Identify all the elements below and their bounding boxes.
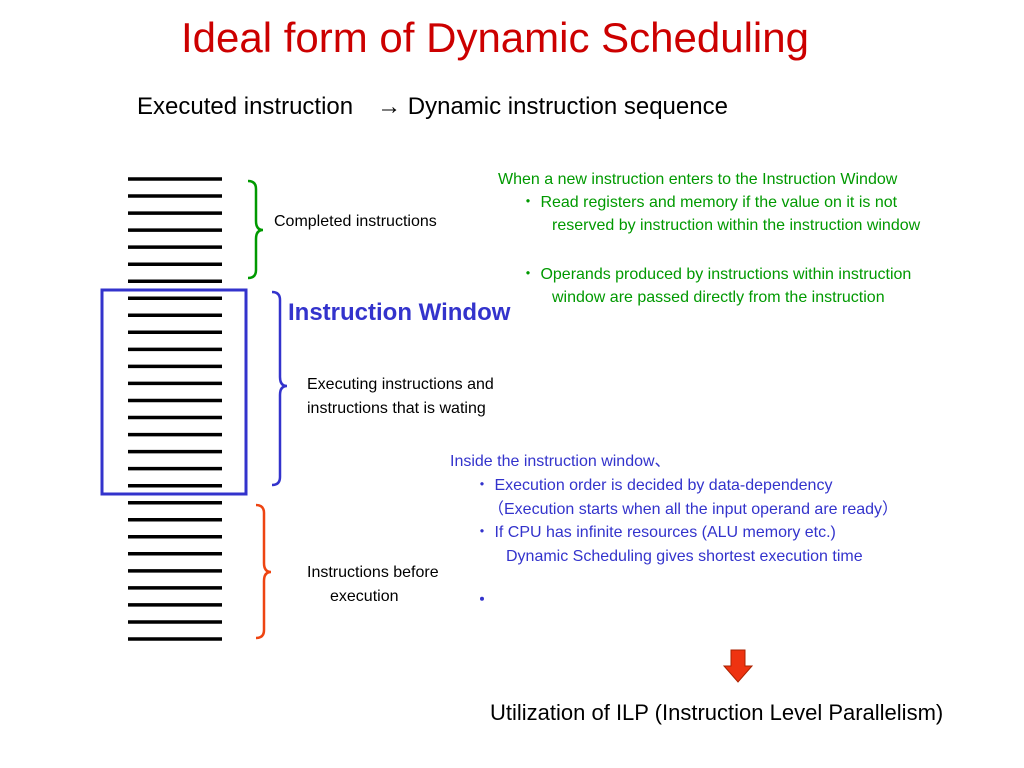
blue-note-bullet2-cont: Dynamic Scheduling gives shortest execut… (506, 548, 863, 565)
instruction-window-box (100, 288, 248, 496)
before-label-line1: Instructions before (307, 564, 439, 581)
completed-label: Completed instructions (274, 213, 437, 230)
instruction-window-label: Instruction Window (288, 299, 511, 326)
green-note-bullet1-cont: reserved by instruction within the instr… (552, 217, 921, 234)
completed-brace (247, 179, 264, 280)
pending-brace (255, 503, 272, 640)
slide-subtitle: Executed instruction → Dynamic instructi… (137, 93, 728, 120)
green-note-bullet2: ・ Operands produced by instructions with… (520, 266, 912, 283)
slide-title: Ideal form of Dynamic Scheduling (181, 14, 809, 61)
blue-note-bullet1-cont: （Execution starts when all the input ope… (488, 501, 899, 518)
blue-note-stray-bullet: ・ (474, 592, 491, 609)
before-label-line2: execution (330, 588, 399, 605)
down-arrow-icon (722, 649, 754, 683)
executing-label-line2: instructions that is wating (307, 400, 486, 417)
executing-label-line1: Executing instructions and (307, 376, 494, 393)
conclusion-text: Utilization of ILP (Instruction Level Pa… (490, 700, 944, 725)
blue-note-bullet2: ・ If CPU has infinite resources (ALU mem… (474, 524, 836, 541)
blue-note-header: Inside the instruction window、 (450, 453, 671, 470)
blue-note-bullet1: ・ Execution order is decided by data-dep… (474, 477, 833, 494)
window-brace (271, 290, 288, 487)
green-note-header: When a new instruction enters to the Ins… (498, 171, 898, 188)
instruction-stack (128, 177, 222, 641)
green-note-bullet1: ・ Read registers and memory if the value… (520, 194, 898, 211)
green-note-bullet2-cont: window are passed directly from the inst… (552, 289, 885, 306)
